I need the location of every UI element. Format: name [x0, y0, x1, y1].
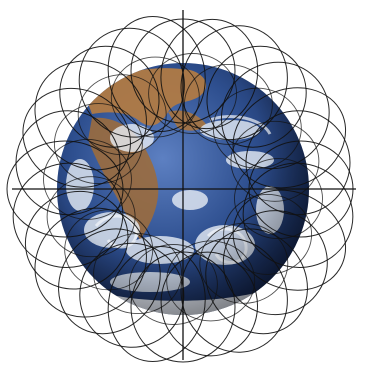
orbit-figure	[0, 0, 367, 369]
earth-orbit-illustration	[0, 0, 367, 369]
